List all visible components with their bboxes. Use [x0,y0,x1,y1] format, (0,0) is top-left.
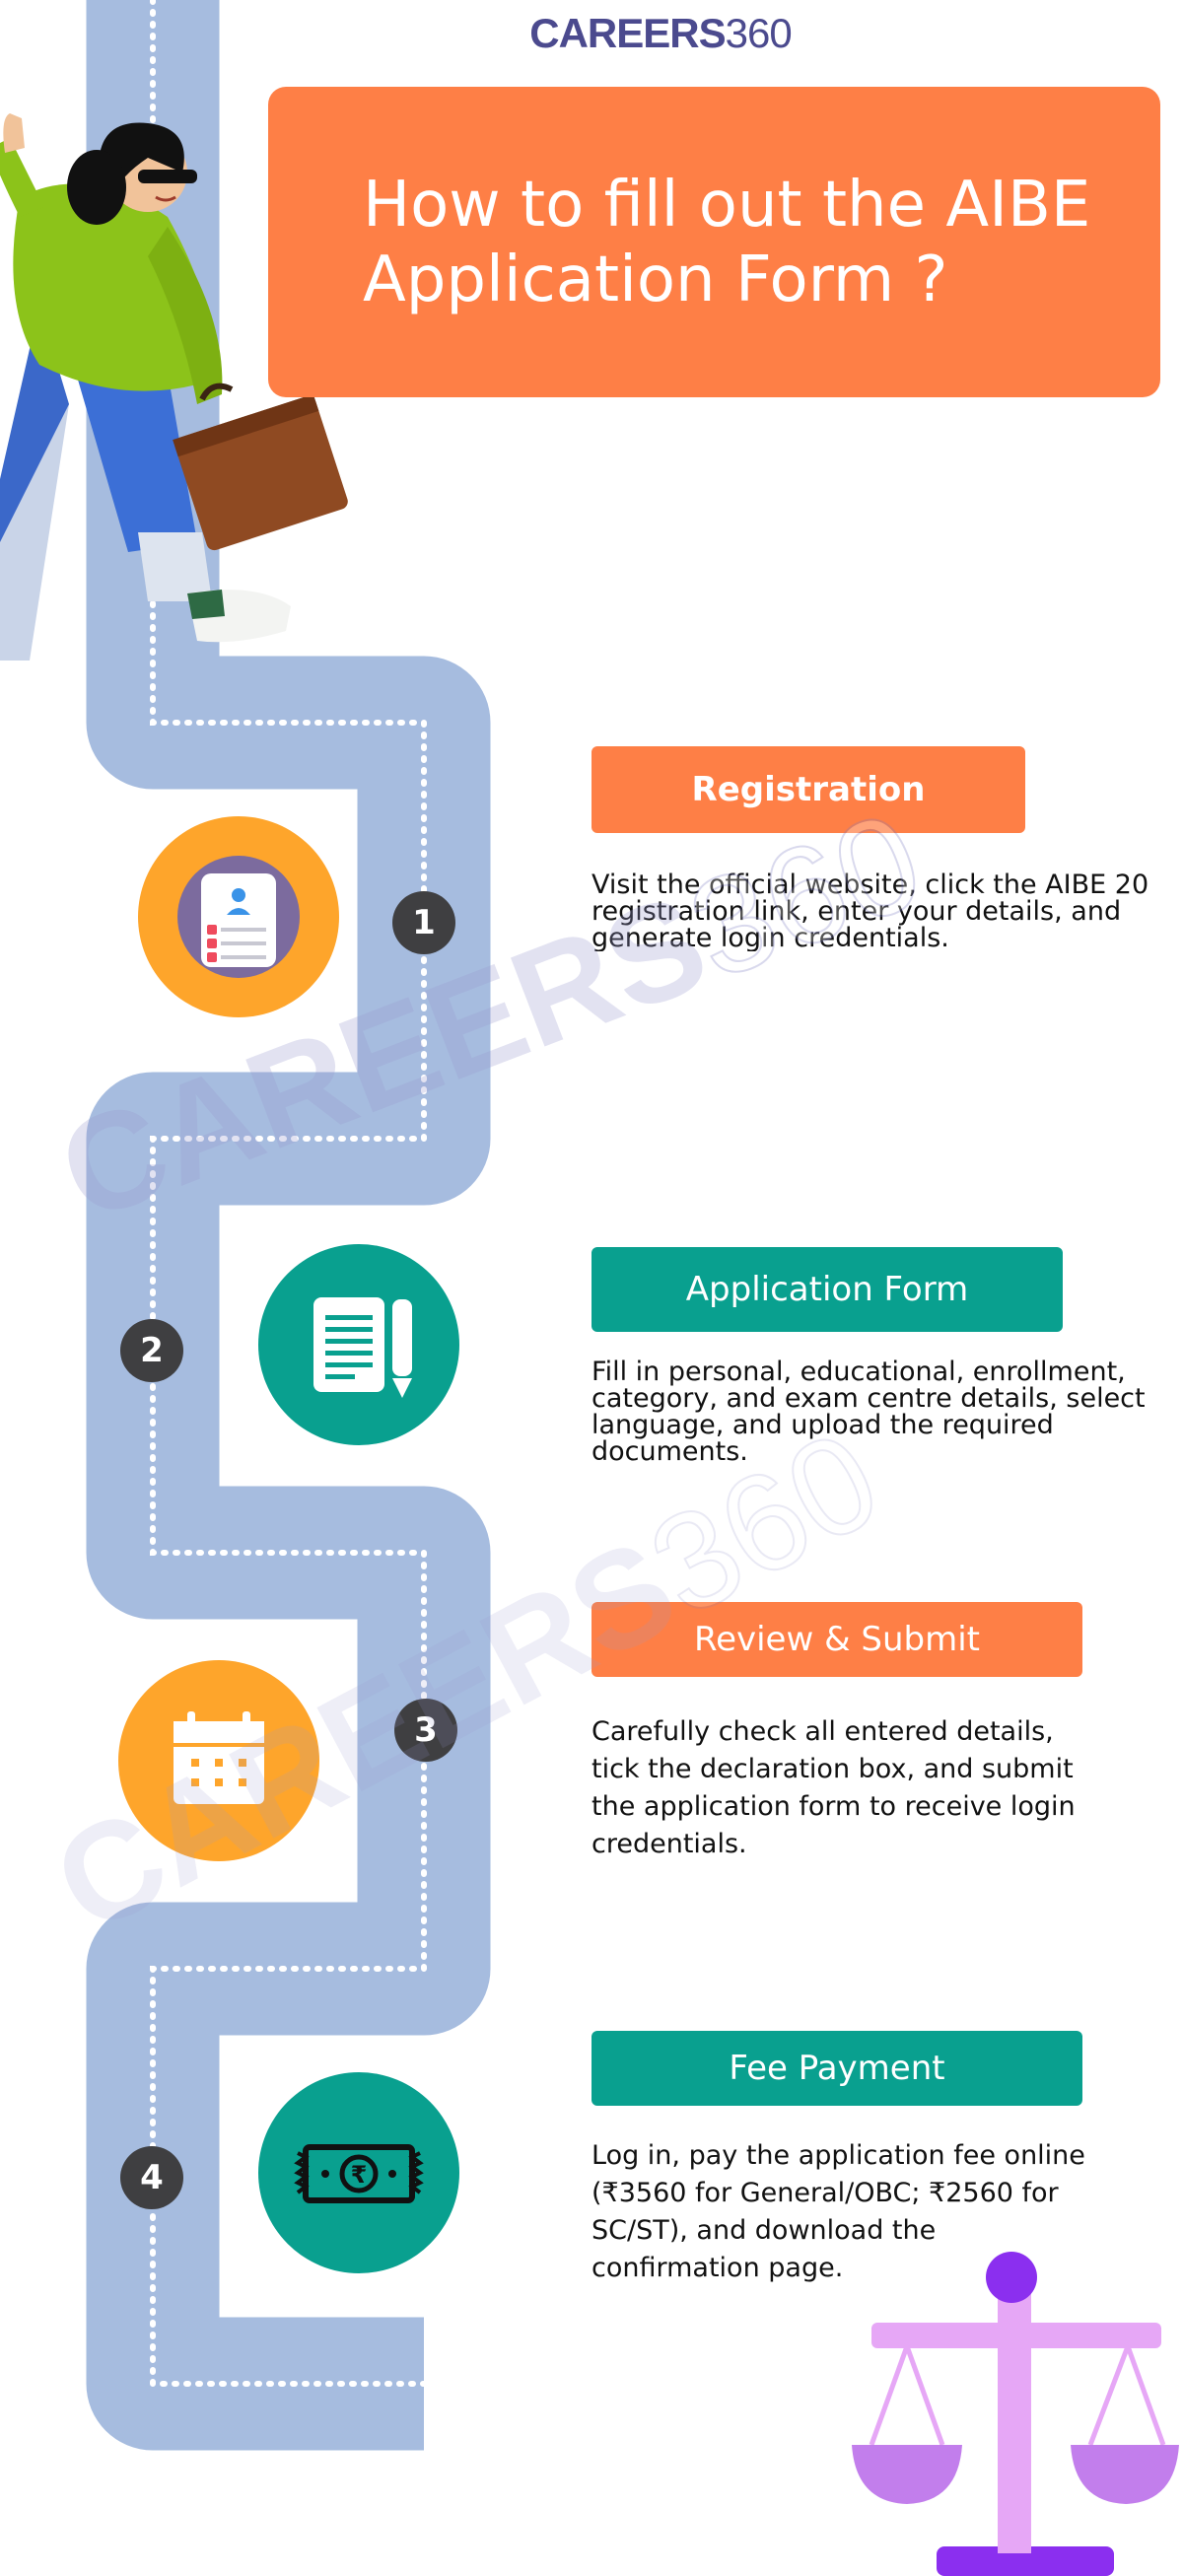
step-3-number-badge: 3 [394,1699,457,1762]
step-2-icon-circle [258,1244,459,1445]
step-4-icon-circle: ₹ [258,2072,459,2273]
logo-light: 360 [725,10,793,56]
document-pencil-icon [313,1297,412,1398]
person-with-briefcase-illustration [0,113,348,661]
scales-of-justice-icon [852,2252,1179,2576]
careers360-logo: CAREERS360 [0,6,1183,61]
title-banner: How to fill out the AIBE Application For… [268,87,1160,397]
step-1-description: Visit the official website, click the AI… [592,871,1149,951]
registration-form-icon [177,856,300,978]
step-1-number-badge: 1 [392,891,455,954]
step-4-number-badge: 4 [120,2146,183,2209]
step-4-description: Log in, pay the application fee online (… [592,2140,1085,2283]
step-3-description: Carefully check all entered details, tic… [592,1716,1076,1859]
logo-bold: CAREERS [529,10,726,56]
step-2-label: Application Form [592,1247,1063,1332]
step-3-label: Review & Submit [592,1602,1082,1677]
calendar-icon [174,1711,264,1804]
page-title: How to fill out the AIBE Application For… [363,169,1091,316]
step-1-icon-circle [138,816,339,1017]
rupee-banknote-icon: ₹ [294,2144,424,2203]
step-2-description: Fill in personal, educational, enrollmen… [592,1358,1146,1465]
step-4-label: Fee Payment [592,2031,1082,2106]
step-2-number-badge: 2 [120,1319,183,1382]
step-3-icon-circle [118,1660,319,1861]
step-1-label: Registration [592,746,1025,833]
svg-text:₹: ₹ [351,2161,368,2189]
